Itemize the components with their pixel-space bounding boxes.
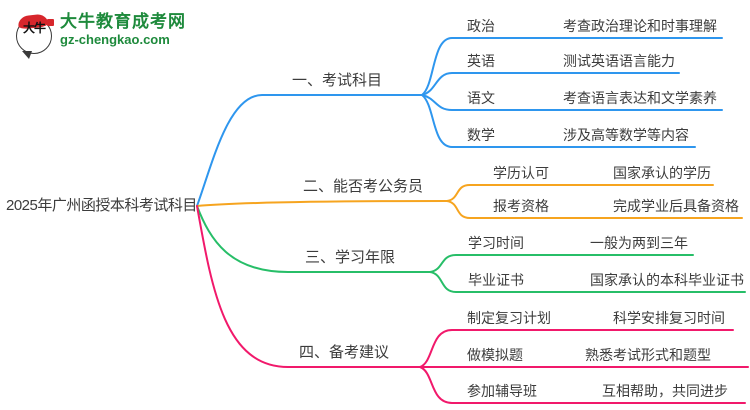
node-desc: 国家承认的本科毕业证书	[590, 272, 744, 288]
node-label: 参加辅导班	[467, 383, 537, 399]
branch1-line	[196, 94, 423, 207]
node-desc: 完成学业后具备资格	[613, 198, 739, 214]
branch4-child3-line	[419, 366, 746, 404]
logo-bubble-tail	[22, 51, 32, 59]
logo-mark-icon: 大牛	[16, 13, 54, 59]
branch1-label: 一、考试科目	[292, 72, 383, 89]
node-desc: 涉及高等数学等内容	[563, 127, 689, 143]
branch1-child1-line	[421, 37, 723, 96]
central-topic: 2025年广州函授本科考试科目	[6, 197, 197, 214]
node-label: 制定复习计划	[467, 310, 551, 326]
logo-texts: 大牛教育成考网 gz-chengkao.com	[60, 12, 186, 48]
branch2-child1-line	[446, 184, 714, 202]
logo-mark-text: 大牛	[22, 21, 46, 35]
branch4-child1-line	[419, 329, 734, 368]
node-label: 毕业证书	[468, 272, 524, 288]
node-label: 数学	[467, 127, 495, 143]
node-label: 学习时间	[468, 235, 524, 251]
node-label: 英语	[467, 53, 495, 69]
branch1-child3-line	[421, 94, 723, 111]
logo-red-seal	[47, 19, 54, 26]
node-desc: 考查政治理论和时事理解	[563, 18, 717, 34]
node-desc: 一般为两到三年	[590, 235, 688, 251]
branch4-line	[196, 205, 421, 368]
branch2-child2-line	[446, 200, 743, 219]
node-label: 学历认可	[493, 165, 549, 181]
branch2-line	[196, 200, 448, 207]
node-label: 政治	[467, 18, 495, 34]
branch2-label: 二、能否考公务员	[303, 178, 424, 195]
branch4-label: 四、备考建议	[299, 344, 390, 361]
site-name: 大牛教育成考网	[60, 12, 186, 31]
node-desc: 国家承认的学历	[613, 165, 711, 181]
node-desc: 考查语言表达和文学素养	[563, 90, 717, 106]
node-label: 语文	[467, 90, 495, 106]
branch3-child1-line	[429, 254, 694, 273]
branch3-label: 三、学习年限	[305, 249, 396, 266]
site-logo[interactable]: 大牛 大牛教育成考网 gz-chengkao.com	[16, 12, 186, 59]
branch1-child2-line	[421, 72, 680, 96]
node-label: 报考资格	[493, 198, 549, 214]
branch1-child4-line	[421, 94, 696, 148]
node-label: 做模拟题	[467, 347, 523, 363]
node-desc: 互相帮助，共同进步	[602, 383, 728, 399]
node-desc: 科学安排复习时间	[613, 310, 725, 326]
site-url: gz-chengkao.com	[60, 32, 170, 47]
branch3-line	[196, 205, 431, 273]
node-desc: 熟悉考试形式和题型	[585, 347, 711, 363]
branch3-child2-line	[429, 271, 746, 293]
node-desc: 测试英语语言能力	[563, 53, 675, 69]
